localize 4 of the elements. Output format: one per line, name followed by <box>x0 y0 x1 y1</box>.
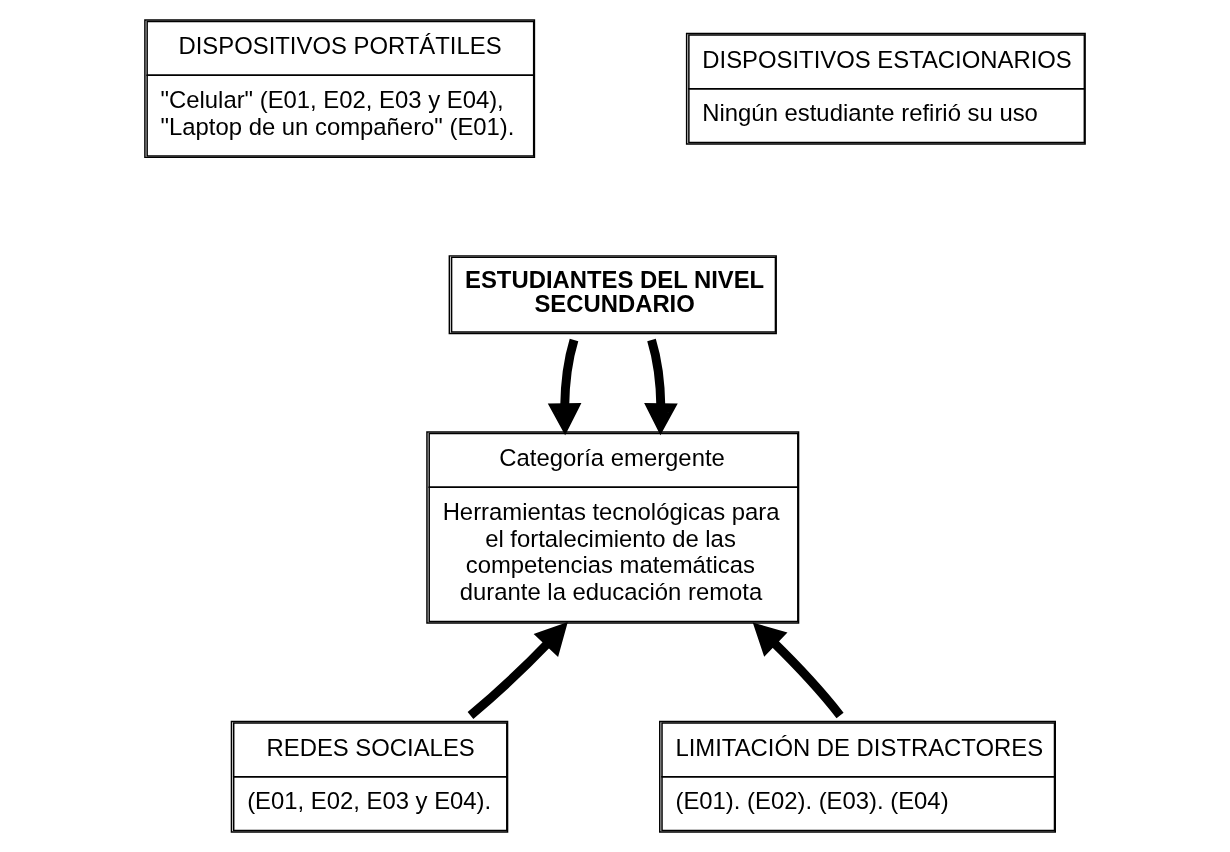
arrow <box>752 622 844 719</box>
arrow <box>644 338 678 436</box>
arrow <box>547 338 582 436</box>
arrow <box>467 622 568 719</box>
